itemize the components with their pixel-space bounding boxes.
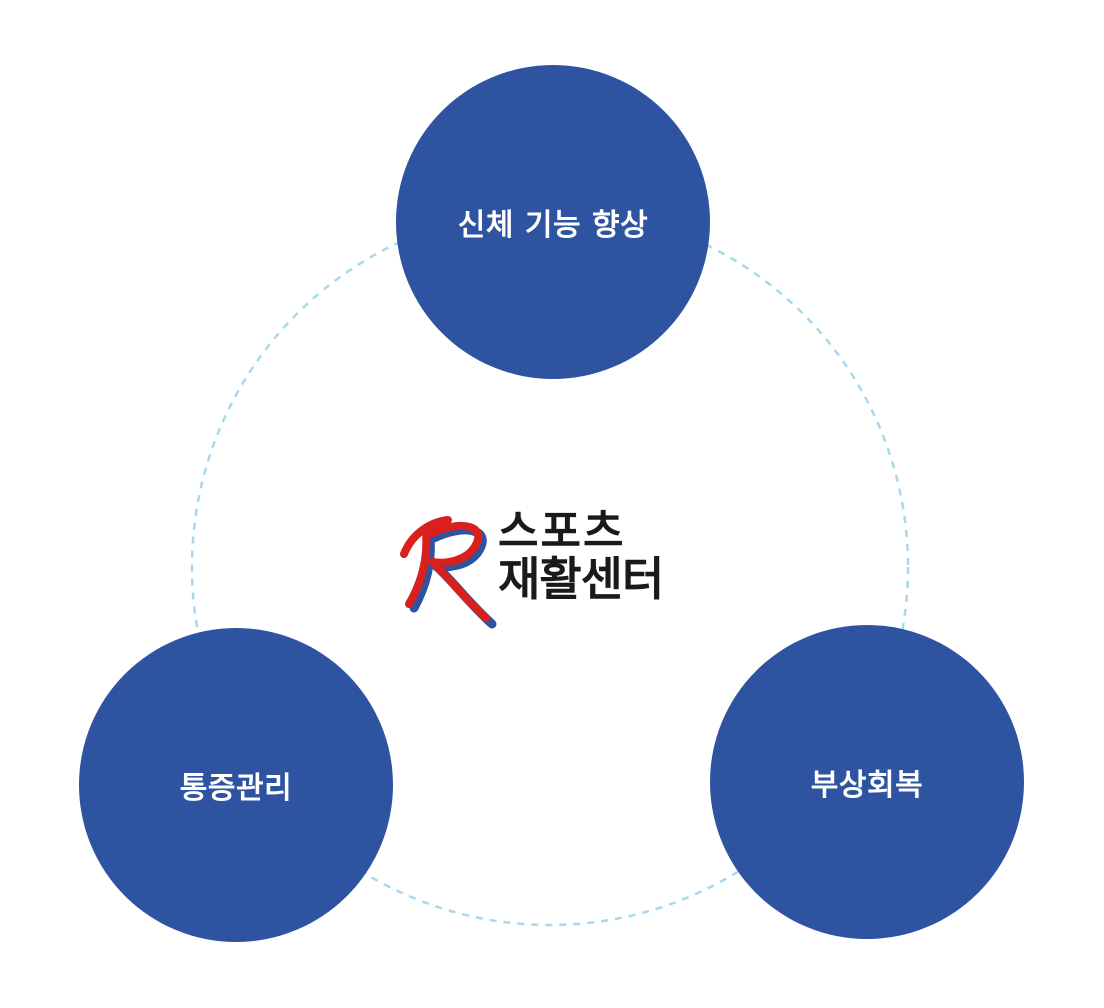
node-left-label: 통증관리 [179, 771, 293, 806]
logo-r-main [400, 516, 490, 622]
logo-line1: 스포츠 [498, 506, 626, 557]
logo-wordmark: 스포츠 재활센터 [498, 506, 664, 606]
node-right-label: 부상회복 [810, 768, 924, 803]
node-top-label: 신체 기능 향상 [457, 208, 649, 243]
node-right: 부상회복 [710, 625, 1024, 939]
center-logo: 스포츠 재활센터 [400, 508, 700, 632]
node-top: 신체 기능 향상 [396, 65, 710, 379]
node-left: 통증관리 [79, 628, 393, 942]
logo-line2: 재활센터 [498, 552, 664, 606]
logo-r-mark-icon [400, 516, 497, 629]
